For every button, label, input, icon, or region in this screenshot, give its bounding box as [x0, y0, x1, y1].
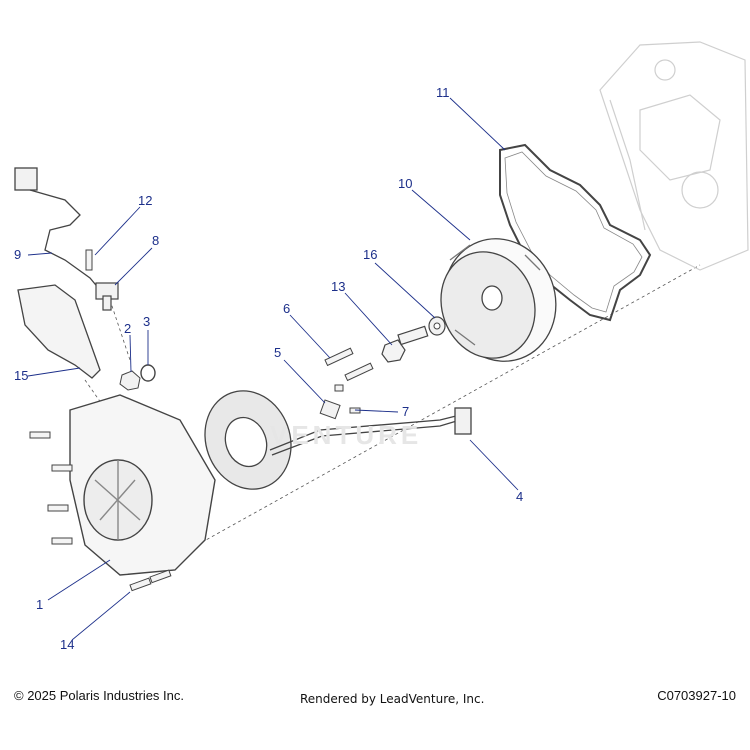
speed-sensor [95, 282, 119, 311]
exploded-parts-diagram [14, 41, 749, 641]
nut [119, 370, 141, 391]
speed-sensor-harness [14, 167, 101, 291]
engine-crankcase [599, 41, 749, 271]
callout-16: 16 [363, 247, 378, 262]
stator [204, 390, 292, 490]
sensor-bracket [17, 284, 101, 379]
leader-lines [27, 97, 519, 641]
cover-bolts [29, 431, 172, 592]
callout-11: 11 [436, 85, 450, 100]
callout-2: 2 [124, 321, 132, 336]
flywheel [440, 238, 557, 362]
callout-3: 3 [143, 314, 151, 329]
callout-1: 1 [36, 597, 44, 612]
callout-15: 15 [14, 368, 29, 383]
callout-12: 12 [138, 193, 153, 208]
stator-bolts [324, 347, 374, 392]
stator-cover [69, 394, 216, 576]
callout-9: 9 [14, 247, 22, 262]
callout-4: 4 [516, 489, 524, 504]
callout-14: 14 [60, 637, 75, 652]
diagram-number: C0703927-10 [657, 688, 736, 703]
callout-10: 10 [398, 176, 413, 191]
rendered-by-credit: Rendered by LeadVenture, Inc. [300, 692, 485, 706]
stator-harness [269, 407, 472, 456]
watermark: VENTURE [270, 420, 423, 450]
callout-7: 7 [402, 404, 410, 419]
pickup-plate [319, 399, 341, 420]
retaining-ring [140, 364, 156, 382]
flywheel-bolt [381, 325, 429, 363]
callout-6: 6 [283, 301, 291, 316]
copyright-notice: © 2025 Polaris Industries Inc. [14, 688, 184, 703]
sensor-bolt [85, 249, 93, 271]
callout-5: 5 [274, 345, 282, 360]
callout-8: 8 [152, 233, 160, 248]
callout-13: 13 [331, 279, 346, 294]
